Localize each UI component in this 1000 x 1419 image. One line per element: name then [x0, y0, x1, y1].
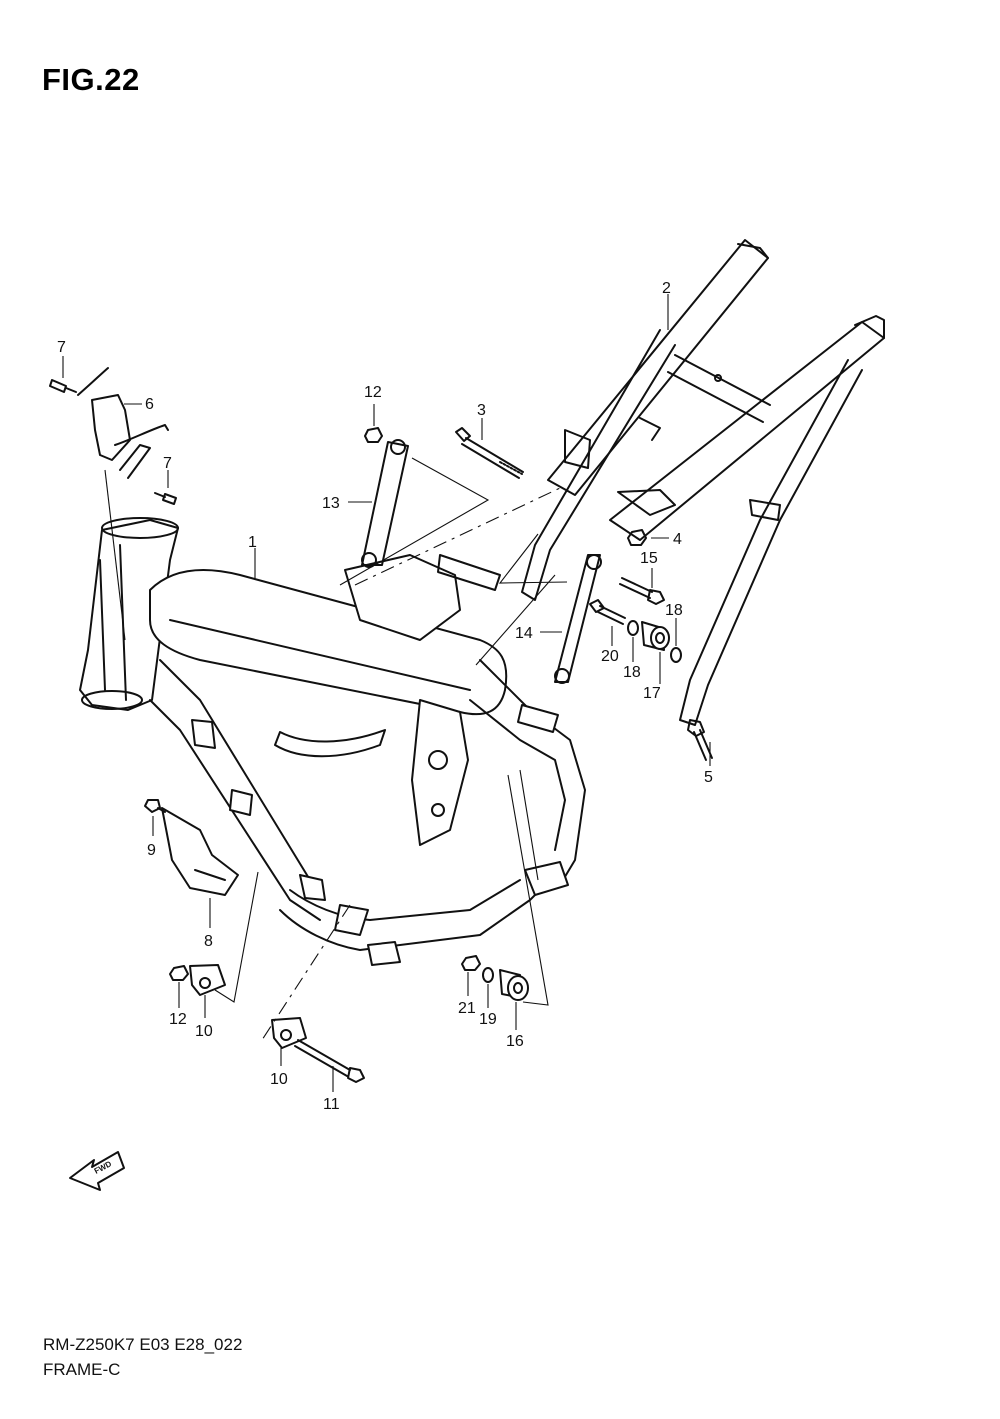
callout-7-lower: 7 [163, 455, 172, 472]
callout-21: 21 [458, 1000, 476, 1017]
callout-5: 5 [704, 769, 713, 786]
callout-11: 11 [323, 1096, 340, 1113]
drawing-code: RM-Z250K7 E03 E28_022 [43, 1335, 243, 1354]
callout-7-top: 7 [57, 339, 66, 356]
callout-9: 9 [147, 842, 156, 859]
washer-18-left[interactable] [627, 620, 639, 636]
callout-12-lower: 12 [169, 1011, 187, 1028]
callout-16: 16 [506, 1033, 524, 1050]
bolt-7-lower[interactable] [154, 492, 177, 505]
callout-1: 1 [248, 534, 257, 551]
callout-18-right: 18 [665, 602, 683, 619]
bolt-11[interactable] [294, 1039, 365, 1083]
nut-12-upper[interactable] [364, 427, 383, 443]
callout-8: 8 [204, 933, 213, 950]
number-plate-bracket[interactable] [77, 367, 169, 641]
forward-arrow-icon: FWD [69, 1151, 125, 1191]
bolt-20[interactable] [589, 599, 626, 625]
engine-mount-bracket-14[interactable] [554, 554, 602, 684]
bush-17[interactable] [641, 621, 670, 651]
callout-6: 6 [145, 396, 154, 413]
callout-13: 13 [322, 495, 340, 512]
bolt-7-top[interactable] [49, 379, 77, 393]
bolt-5[interactable] [687, 719, 713, 761]
callout-12-upper: 12 [364, 384, 382, 401]
frame-guard-8[interactable] [161, 807, 239, 896]
washer-18-right[interactable] [670, 647, 682, 663]
callout-3: 3 [477, 402, 486, 419]
bolt-3[interactable] [455, 427, 524, 479]
rear-subframe[interactable] [521, 239, 885, 726]
drawing-name: FRAME-C [43, 1360, 121, 1379]
nut-21[interactable] [461, 955, 481, 971]
callout-4: 4 [673, 531, 682, 548]
callout-numbers: 7 6 7 1 2 3 4 5 12 13 15 14 18 20 18 17 … [57, 280, 713, 1113]
callout-14: 14 [515, 625, 533, 642]
bush-16[interactable] [499, 969, 529, 1001]
bolt-9[interactable] [144, 799, 166, 813]
callout-17: 17 [643, 685, 661, 702]
leader-lines [62, 294, 711, 1092]
bracket-10-upper[interactable] [189, 964, 226, 996]
callout-15: 15 [640, 550, 658, 567]
bracket-10-lower[interactable] [271, 1017, 307, 1049]
callout-2: 2 [662, 280, 671, 297]
washer-19[interactable] [482, 967, 494, 983]
bolt-15[interactable] [619, 577, 665, 605]
callout-10-lower: 10 [270, 1071, 288, 1088]
engine-mount-bracket-13[interactable] [361, 439, 409, 568]
nut-4[interactable] [627, 529, 647, 546]
nut-12-lower[interactable] [169, 965, 189, 981]
main-frame[interactable] [79, 517, 586, 966]
callout-20: 20 [601, 648, 619, 665]
callout-10-upper: 10 [195, 1023, 213, 1040]
callout-18-left: 18 [623, 664, 641, 681]
figure-title: FIG.22 [42, 62, 140, 97]
callout-19: 19 [479, 1011, 497, 1028]
